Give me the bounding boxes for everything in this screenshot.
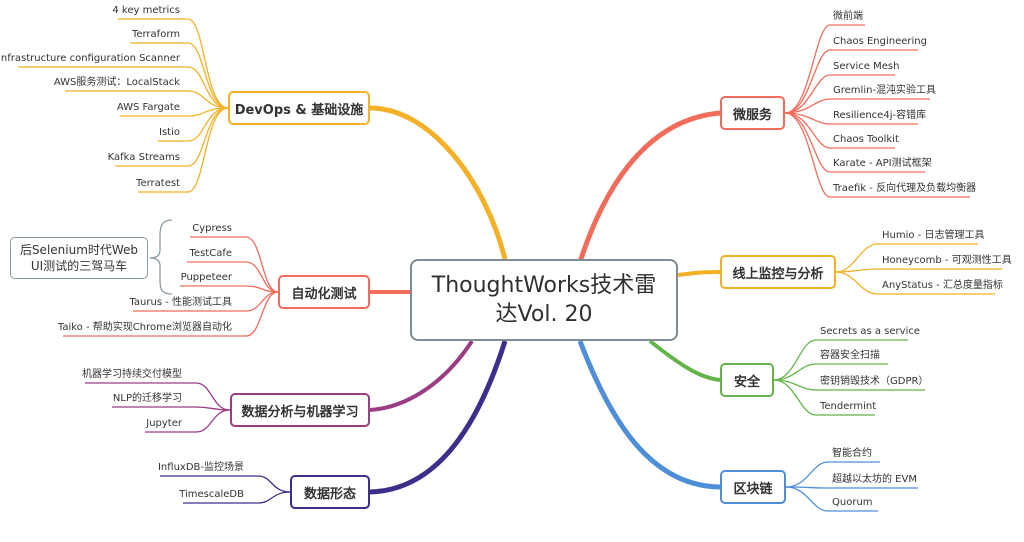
note-bracket (149, 219, 173, 295)
topic-security[interactable]: 安全 (720, 363, 774, 397)
topic-microservices[interactable]: 微服务 (720, 96, 785, 130)
leaf-microservices[interactable]: Service Mesh (833, 61, 900, 72)
leaf-devops[interactable]: Terraform (131, 29, 180, 40)
leaf-devops[interactable]: Infrastructure configuration Scanner (0, 53, 180, 64)
leaf-devops[interactable]: Kafka Streams (107, 152, 180, 163)
leaf-ml[interactable]: 机器学习持续交付模型 (82, 369, 182, 380)
leaf-data[interactable]: InfluxDB-监控场景 (157, 462, 244, 473)
leaf-devops[interactable]: AWS服务测试：LocalStack (53, 77, 180, 88)
leaf-microservices[interactable]: Resilience4j-容错库 (833, 110, 927, 121)
leaf-devops[interactable]: Istio (159, 127, 180, 138)
leaf-security[interactable]: 容器安全扫描 (820, 350, 880, 361)
leaf-data[interactable]: TimescaleDB (179, 489, 244, 500)
link-data (369, 340, 508, 495)
topic-data[interactable]: 数据形态 (290, 475, 370, 509)
note-selenium: 后Selenium时代Web UI测试的三驾马车 (10, 237, 148, 279)
leaf-microservices[interactable]: Chaos Engineering (833, 36, 927, 47)
leaf-microservices[interactable]: Traefik - 反向代理及负载均衡器 (833, 183, 977, 194)
leaf-monitoring[interactable]: Honeycomb - 可观测性工具 (882, 255, 1012, 266)
leaf-testing[interactable]: Cypress (192, 223, 232, 234)
leaf-testing[interactable]: Taurus - 性能测试工具 (129, 297, 232, 308)
topic-ml[interactable]: 数据分析与机器学习 (230, 393, 370, 427)
leaf-microservices[interactable]: 微前端 (833, 11, 863, 22)
leaf-blockchain[interactable]: Quorum (832, 497, 873, 508)
leaf-security[interactable]: Secrets as a service (820, 326, 920, 337)
leaf-testing[interactable]: Puppeteer (180, 272, 232, 283)
leaf-devops[interactable]: Terratest (136, 178, 180, 189)
leaf-microservices[interactable]: Chaos Toolkit (833, 134, 899, 145)
leaf-security[interactable]: 密钥销毁技术（GDPR） (820, 376, 929, 387)
leaf-security[interactable]: Tendermint (820, 401, 877, 412)
leaf-microservices[interactable]: Gremlin-混沌实验工具 (833, 85, 937, 96)
leaf-blockchain[interactable]: 智能合约 (832, 448, 872, 459)
link-blockchain (577, 340, 721, 490)
leaf-microservices[interactable]: Karate - API测试框架 (833, 158, 932, 169)
topic-devops[interactable]: DevOps & 基础设施 (228, 91, 370, 125)
leaf-blockchain[interactable]: 超越以太坊的 EVM (832, 474, 917, 485)
link-devops (369, 105, 508, 260)
leaf-monitoring[interactable]: AnyStatus - 汇总度量指标 (882, 280, 1003, 291)
leaf-testing[interactable]: Taiko - 帮助实现Chrome浏览器自动化 (57, 322, 232, 333)
topic-testing[interactable]: 自动化测试 (278, 275, 370, 309)
topic-blockchain[interactable]: 区块链 (720, 470, 786, 504)
link-monitoring (677, 270, 721, 277)
topic-monitoring[interactable]: 线上监控与分析 (720, 255, 836, 289)
leaf-ml[interactable]: Jupyter (146, 418, 182, 429)
link-ml (369, 339, 474, 412)
leaf-monitoring[interactable]: Humio - 日志管理工具 (882, 230, 985, 241)
link-security (648, 339, 721, 382)
leaf-ml[interactable]: NLP的迁移学习 (112, 393, 182, 404)
leaf-devops[interactable]: AWS Fargate (116, 102, 180, 113)
central-topic[interactable]: ThoughtWorks技术雷达Vol. 20 (410, 259, 678, 341)
leaf-devops[interactable]: 4 key metrics (112, 5, 180, 16)
link-microservices (577, 110, 721, 263)
leaf-testing[interactable]: TestCafe (189, 248, 232, 259)
